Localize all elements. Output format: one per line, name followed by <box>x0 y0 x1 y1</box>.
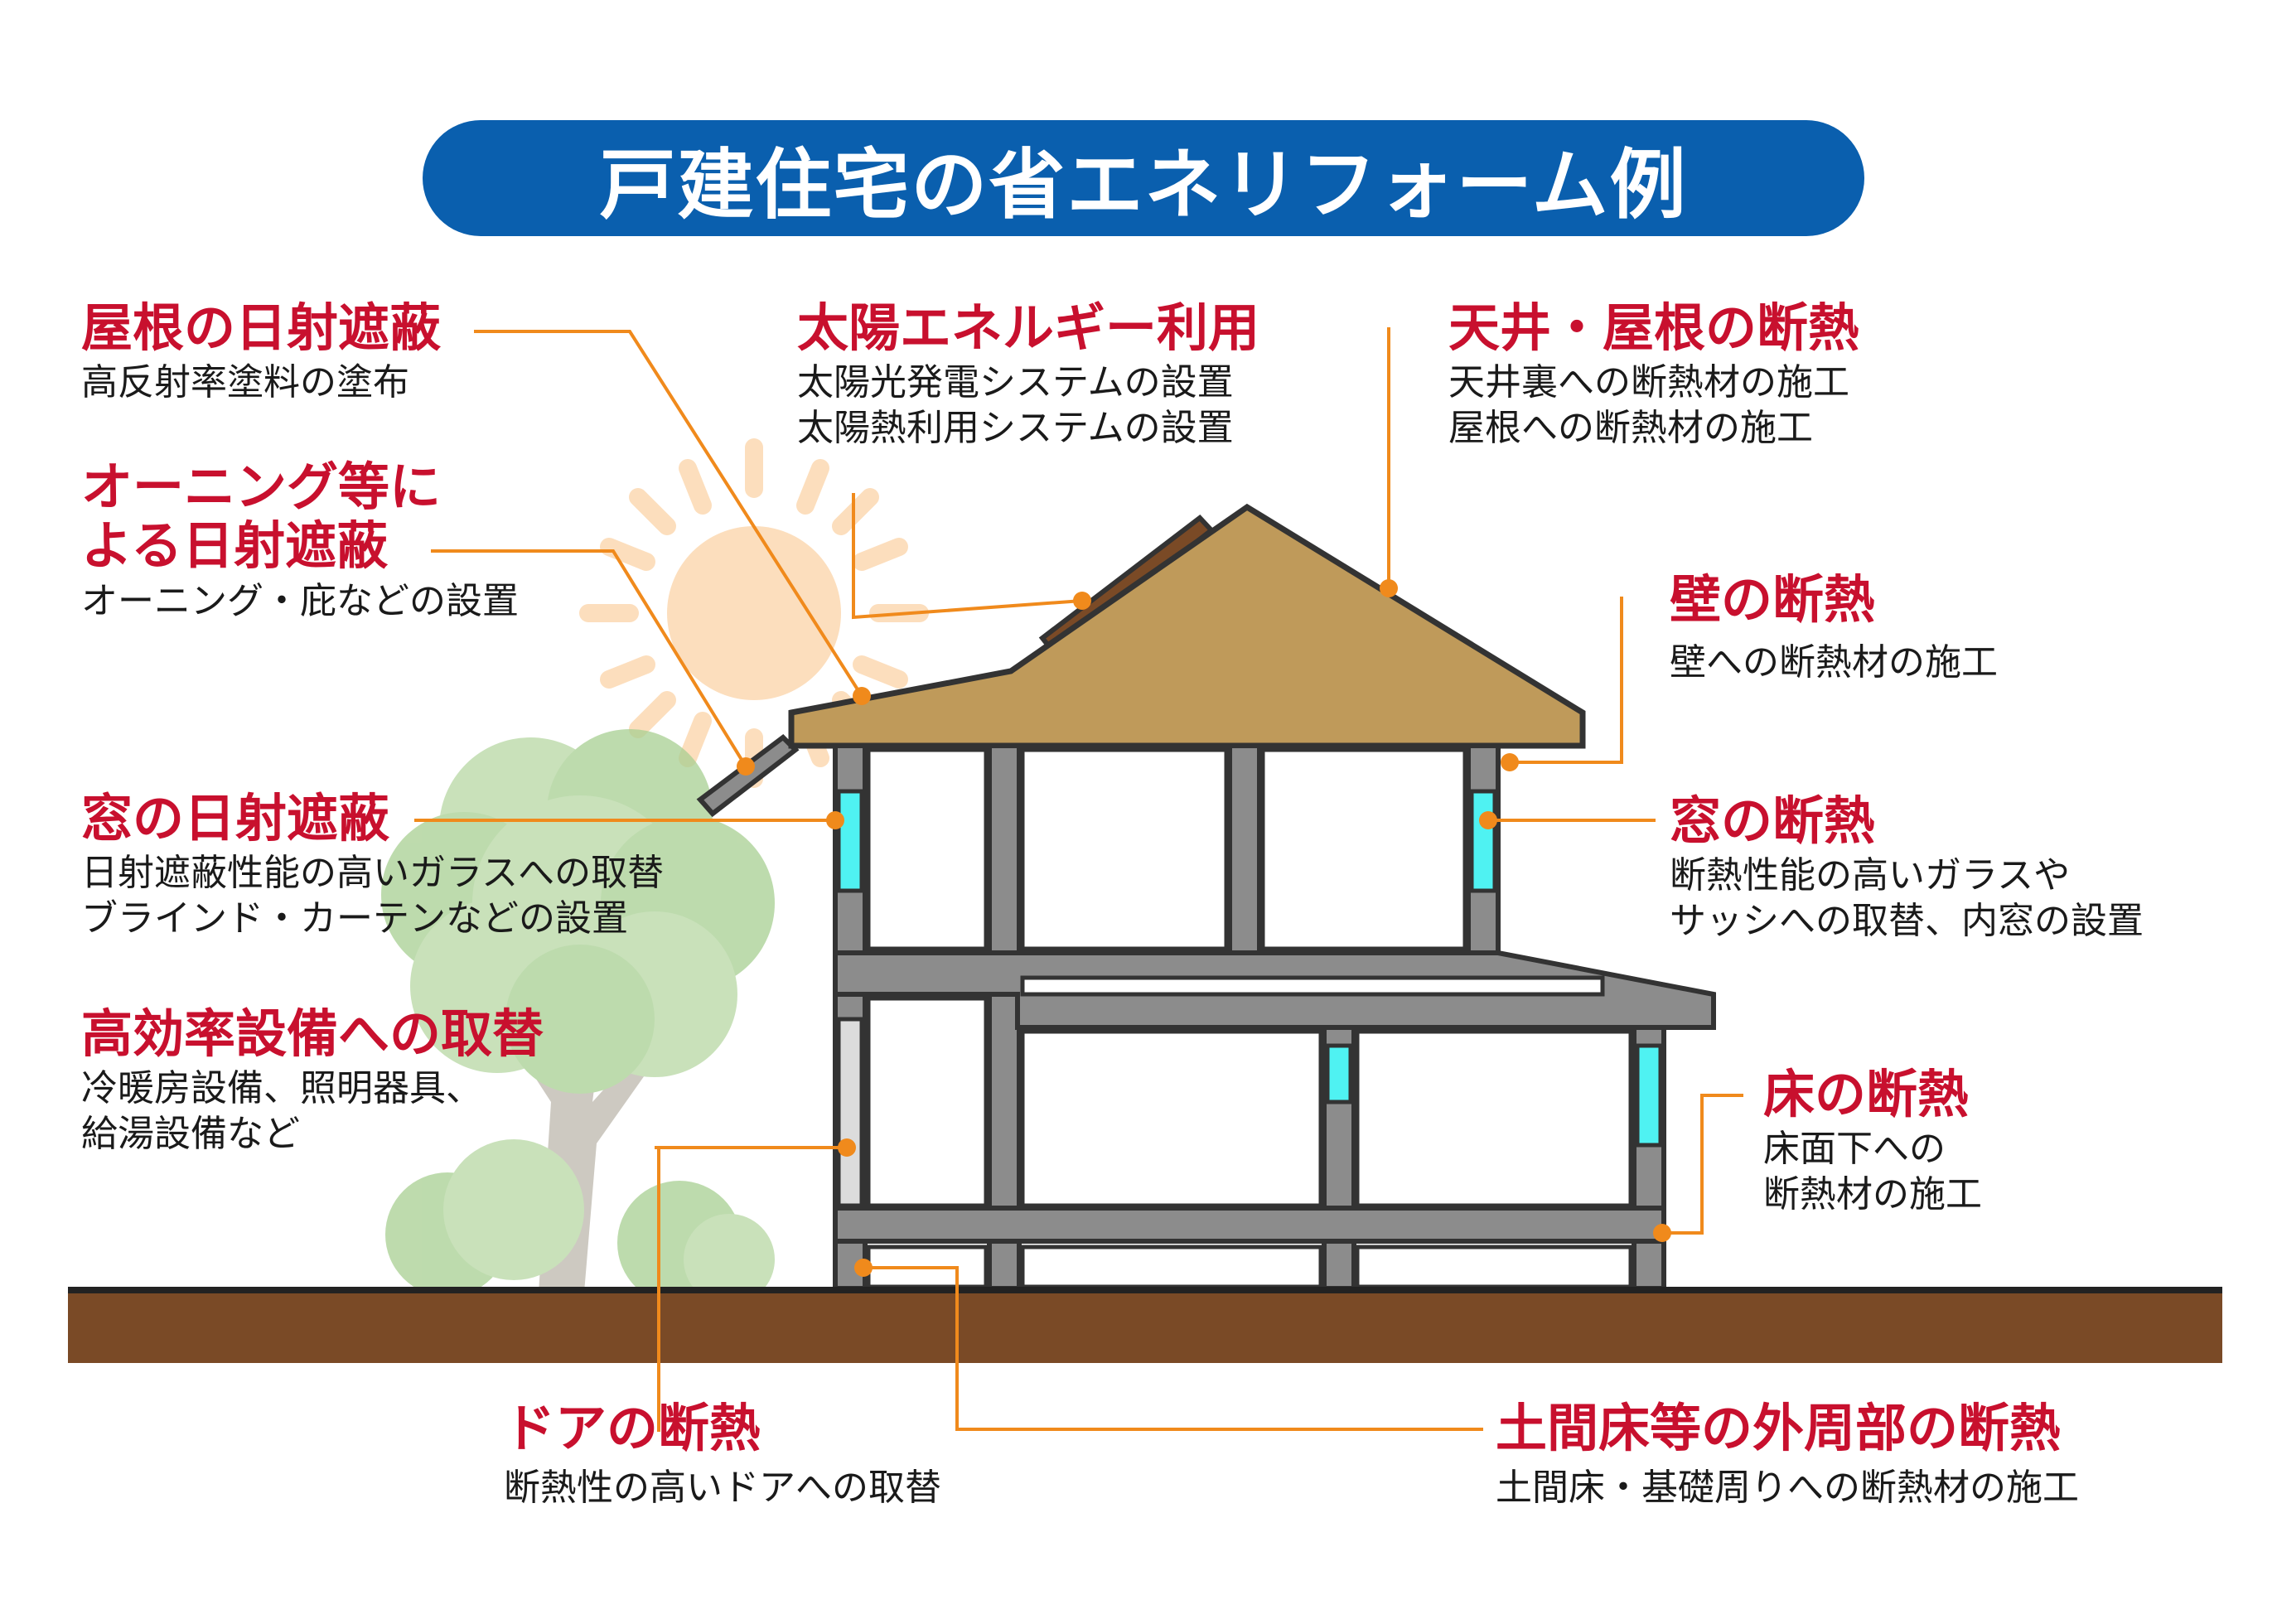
callout-heading: 窓の日射遮蔽 <box>81 788 390 848</box>
callout-window: 窓の断熱 断熱性能の高いガラスや サッシへの取替、内窓の設置 <box>1670 791 2144 944</box>
callout-heading-line-1: オーニング等に <box>81 457 442 517</box>
callout-desc-line: 壁への断熱材の施工 <box>1670 641 1998 684</box>
door <box>836 1017 864 1208</box>
window-glass <box>836 789 1663 1148</box>
callout-door: ドアの断熱 断熱性の高いドアへの取替 <box>504 1399 941 1511</box>
callout-desc-line: オーニング・庇などの設置 <box>81 579 519 622</box>
callout-floor: 床の断熱 床面下への 断熱材の施工 <box>1763 1065 1982 1217</box>
page-title: 戸建住宅の省エネリフォーム例 <box>599 140 1688 230</box>
callout-desc-line: ブラインド・カーテンなどの設置 <box>81 897 628 940</box>
callout-ceiling-roof: 天井・屋根の断熱 天井裏への断熱材の施工 屋根への断熱材の施工 <box>1448 298 1859 451</box>
callout-desc-line: 天井裏への断熱材の施工 <box>1448 361 1849 404</box>
tree-icon <box>381 729 775 1305</box>
callout-desc-line: 断熱性能の高いガラスや <box>1670 854 2071 897</box>
callout-awning-shading: オーニング等に よる日射遮蔽 オーニング・庇などの設置 <box>81 457 519 624</box>
roof <box>788 503 1586 749</box>
callout-desc-line: 断熱性の高いドアへの取替 <box>504 1467 941 1510</box>
callout-heading-line-2: よる日射遮蔽 <box>81 515 389 577</box>
callout-desc-line: 断熱材の施工 <box>1763 1172 1982 1216</box>
leader-lines <box>414 327 1743 1432</box>
callout-desc-line: サッシへの取替、内窓の設置 <box>1670 899 2144 942</box>
title-banner: 戸建住宅の省エネリフォーム例 <box>423 120 1864 236</box>
callout-desc-line: 床面下への <box>1763 1128 1946 1171</box>
callout-solar: 太陽エネルギー利用 太陽光発電システムの設置 太陽熱利用システムの設置 <box>797 298 1259 451</box>
callout-heading: 太陽エネルギー利用 <box>797 297 1260 358</box>
callout-roof-shading: 屋根の日射遮蔽 高反射率塗料の塗布 <box>81 298 441 406</box>
awning <box>696 734 800 818</box>
callout-heading: 高効率設備への取替 <box>81 1003 544 1064</box>
callout-desc-line: 土間床・基礎周りへの断熱材の施工 <box>1496 1467 2079 1510</box>
callout-desc-line: 高反射率塗料の塗布 <box>81 361 409 404</box>
callout-heading: 天井・屋根の断熱 <box>1448 297 1860 358</box>
callout-desc-line: 太陽熱利用システムの設置 <box>797 406 1234 449</box>
ground <box>68 1288 2222 1363</box>
callout-wall: 壁の断熱 壁への断熱材の施工 <box>1670 570 1998 686</box>
callout-desc-line: 給湯設備など <box>81 1112 300 1155</box>
callout-desc-line: 冷暖房設備、照明器具、 <box>81 1067 482 1110</box>
callout-equipment: 高効率設備への取替 冷暖房設備、照明器具、 給湯設備など <box>81 1004 544 1157</box>
callout-heading: 窓の断熱 <box>1670 790 1876 851</box>
callout-desc-line: 屋根への断熱材の施工 <box>1448 406 1813 449</box>
callout-heading: 壁の断熱 <box>1670 569 1876 630</box>
callout-heading: 土間床等の外周部の断熱 <box>1496 1398 2062 1458</box>
callout-desc-line: 日射遮蔽性能の高いガラスへの取替 <box>81 852 665 895</box>
callout-heading: 床の断熱 <box>1763 1064 1970 1124</box>
callout-earth-floor: 土間床等の外周部の断熱 土間床・基礎周りへの断熱材の施工 <box>1496 1399 2079 1511</box>
callout-window-shading: 窓の日射遮蔽 日射遮蔽性能の高いガラスへの取替 ブラインド・カーテンなどの設置 <box>81 789 664 941</box>
callout-desc-line: 太陽光発電システムの設置 <box>797 361 1234 404</box>
callout-heading: ドアの断熱 <box>504 1398 761 1458</box>
callout-heading: 屋根の日射遮蔽 <box>81 297 442 358</box>
leader-dots <box>737 579 1671 1277</box>
